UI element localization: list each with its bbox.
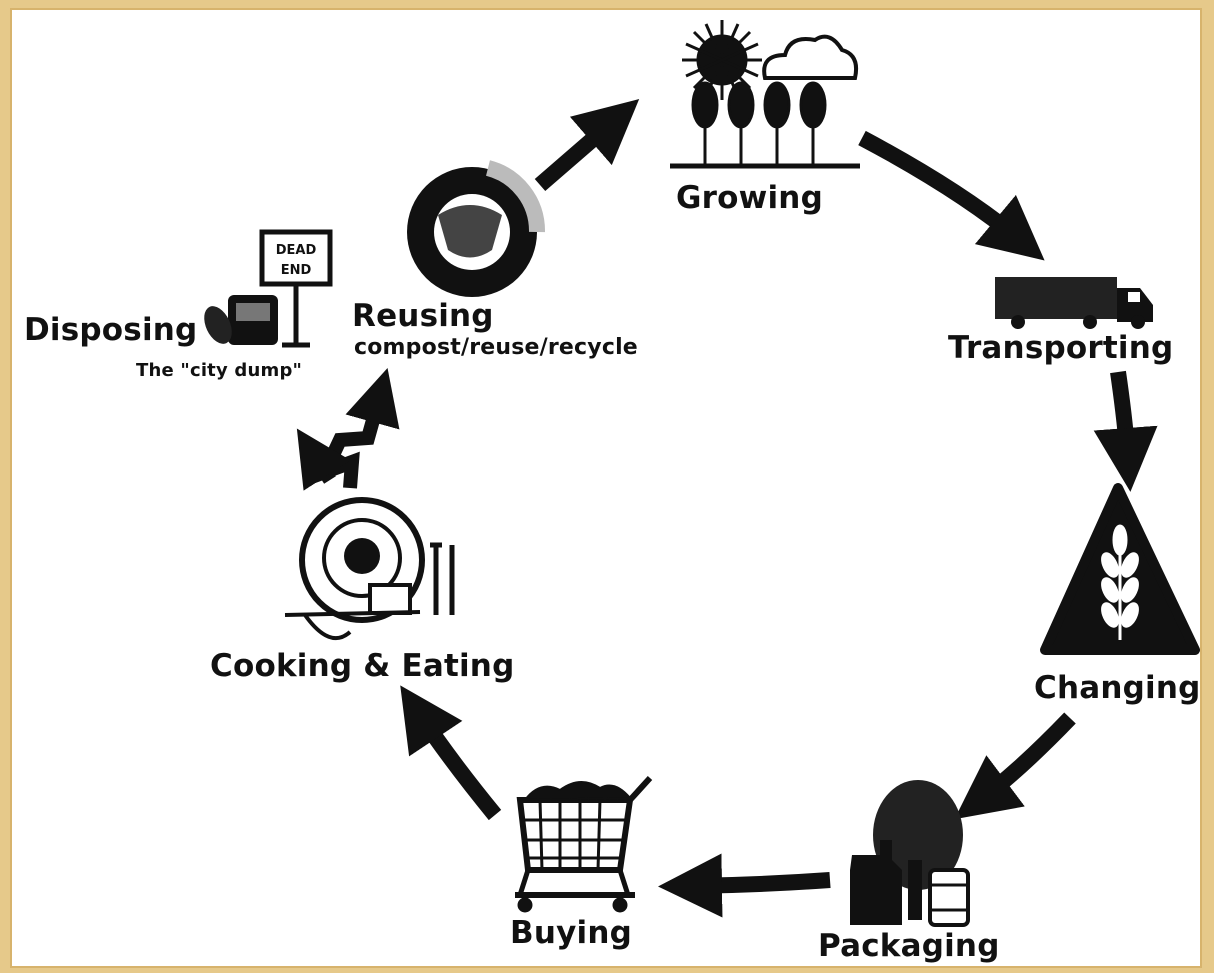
tree-icon <box>873 780 963 890</box>
label-buying: Buying <box>510 915 632 951</box>
arrow-packaging-to-buying <box>658 853 831 918</box>
recycle-icon <box>407 160 546 297</box>
label-transporting: Transporting <box>948 330 1174 366</box>
label-reusing: Reusing <box>352 298 494 334</box>
utensils-icon <box>430 542 455 615</box>
can-icon <box>928 868 970 927</box>
packaging-icon <box>850 780 970 927</box>
arrow-buying-to-cooking <box>400 685 502 821</box>
arrow-reusing-to-growing <box>534 99 640 192</box>
label-changing: Changing <box>1034 670 1201 706</box>
arrow-changing-to-packaging <box>954 712 1076 820</box>
plate-icon <box>284 497 455 641</box>
label-reusing-sub: compost/reuse/recycle <box>354 335 638 360</box>
shopping-cart-icon <box>515 775 653 913</box>
arrow-transporting-to-changing <box>1093 370 1158 492</box>
arrow-growing-to-transporting <box>858 130 1045 261</box>
dead-end-sign-icon <box>259 229 333 287</box>
label-disposing: Disposing <box>24 312 198 348</box>
arrow-cooking-to-disposing <box>296 428 351 491</box>
wheat-icon <box>1101 524 1139 640</box>
sign-line2: END <box>281 263 312 278</box>
disposing-icon: DEAD END <box>204 229 333 348</box>
growing-icon <box>670 20 860 169</box>
label-disposing-sub: The "city dump" <box>136 360 303 381</box>
trash-can-icon <box>204 295 278 345</box>
label-growing: Growing <box>676 180 823 216</box>
pot-icon <box>368 583 412 615</box>
cloud-icon <box>762 34 859 80</box>
sun-icon <box>682 20 762 100</box>
label-cooking-eating: Cooking & Eating <box>210 648 515 684</box>
label-packaging: Packaging <box>818 928 1000 964</box>
jug-icon <box>850 840 902 925</box>
truck-icon <box>995 277 1153 329</box>
changing-icon <box>1040 483 1200 655</box>
wheat-row-icon <box>670 81 860 169</box>
sign-line1: DEAD <box>276 243 317 258</box>
